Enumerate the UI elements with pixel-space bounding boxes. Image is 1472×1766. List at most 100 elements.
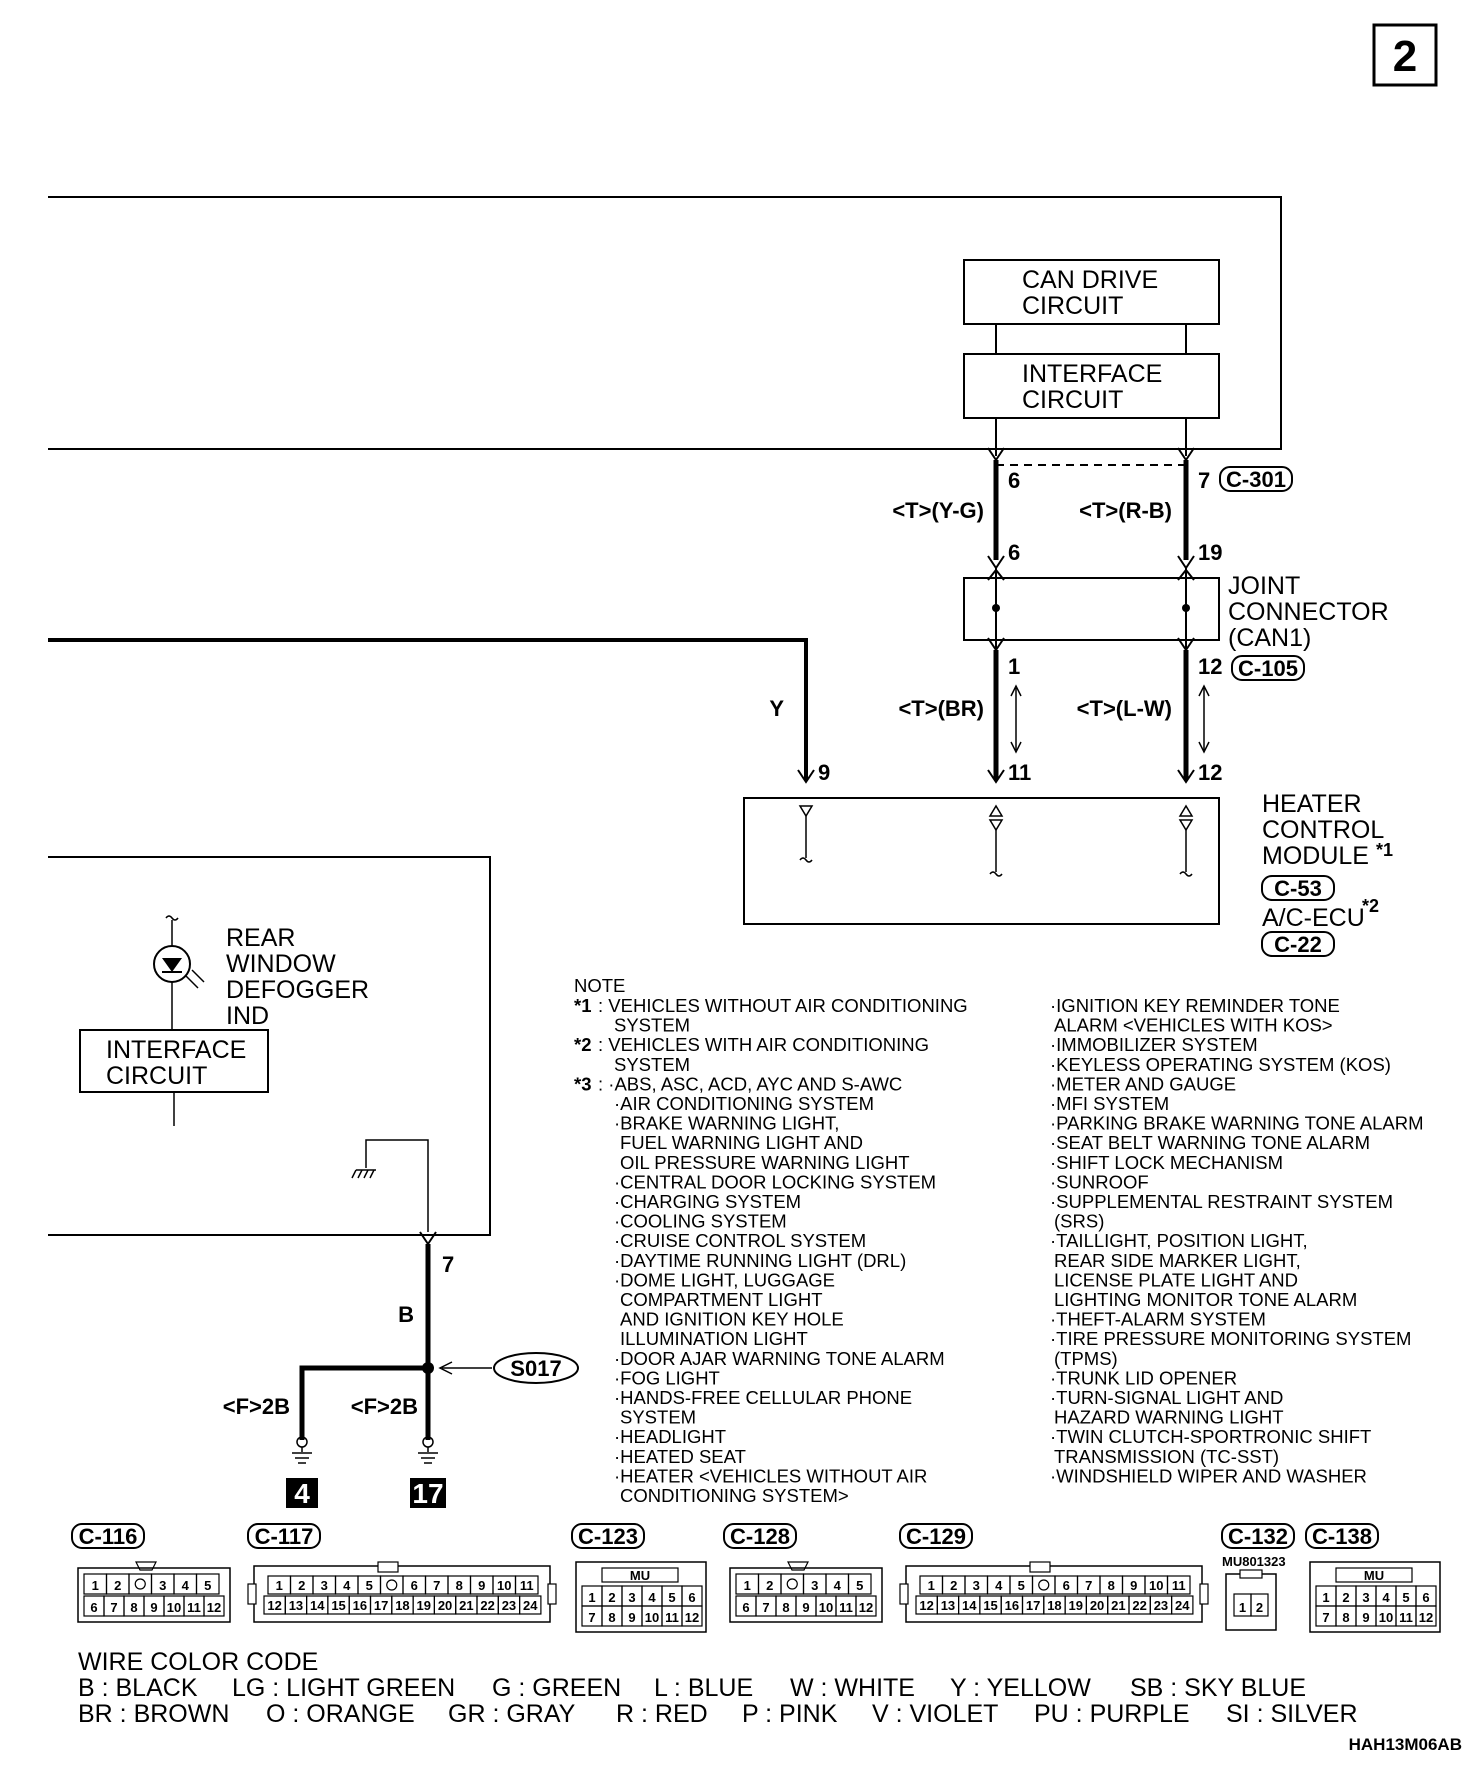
pin-12-joint: 12	[1198, 654, 1222, 679]
note-line: COMPARTMENT LIGHT	[620, 1289, 823, 1310]
c129-pin: 4	[995, 1578, 1003, 1593]
c129-pin: 8	[1108, 1578, 1115, 1593]
c117-pin: 5	[366, 1578, 373, 1593]
c138-name: C-138	[1312, 1524, 1372, 1549]
wire-color-entry: B : BLACK	[78, 1674, 198, 1702]
c123-pin: 8	[608, 1610, 615, 1625]
defogger-label-3: DEFOGGER	[226, 976, 369, 1004]
note-line: ·TWIN CLUTCH-SPORTRONIC SHIFT	[1050, 1426, 1371, 1447]
c128-pin: 6	[742, 1600, 749, 1615]
c123-pin: 10	[645, 1610, 659, 1625]
c128-pin: 10	[819, 1600, 833, 1615]
note-line: REAR SIDE MARKER LIGHT,	[1054, 1250, 1301, 1271]
note-line: HAZARD WARNING LIGHT	[1054, 1407, 1284, 1428]
c117-pin: 24	[523, 1598, 538, 1613]
c123-pin: 9	[628, 1610, 635, 1625]
c138-pin: 1	[1322, 1590, 1329, 1605]
wire-label-f2b-right: <F>2B	[351, 1394, 418, 1419]
note-mark: *2	[574, 1034, 592, 1055]
wire-color-entry: W : WHITE	[790, 1674, 915, 1702]
c129-pin: 10	[1149, 1578, 1163, 1593]
control-unit-outline	[48, 196, 1282, 450]
c116-pin: 2	[114, 1578, 121, 1593]
joint-label-1: JOINT	[1228, 572, 1300, 600]
wire-label-l-w: <T>(L-W)	[1077, 696, 1172, 721]
c129-pin: 12	[919, 1598, 933, 1613]
note-line: ·DAYTIME RUNNING LIGHT (DRL)	[614, 1250, 906, 1271]
c138-pin: 12	[1419, 1610, 1433, 1625]
c116-pin: 6	[90, 1600, 97, 1615]
interface-top-label-2: CIRCUIT	[1022, 386, 1123, 414]
ground-point-4: 4	[294, 1478, 310, 1509]
c129-pin: 5	[1018, 1578, 1025, 1593]
note-line: CONDITIONING SYSTEM>	[620, 1485, 849, 1506]
joint-connector-box	[963, 577, 1220, 641]
ac-ecu-label: A/C-ECU	[1262, 904, 1365, 932]
c116-pin: 5	[204, 1578, 211, 1593]
note-line: (SRS)	[1054, 1211, 1104, 1232]
c138-pin: 3	[1362, 1590, 1369, 1605]
pin-9: 9	[818, 760, 830, 785]
note-line: LIGHTING MONITOR TONE ALARM	[1054, 1289, 1357, 1310]
note-line: : VEHICLES WITH AIR CONDITIONING	[598, 1034, 929, 1055]
c129-pin: 17	[1026, 1598, 1040, 1613]
c123-pin: 12	[685, 1610, 699, 1625]
c138-tag: MU	[1364, 1568, 1384, 1583]
c138-pin: 7	[1322, 1610, 1329, 1625]
c128-pin: 9	[802, 1600, 809, 1615]
c116-pin: 8	[130, 1600, 137, 1615]
note-line: ·SEAT BELT WARNING TONE ALARM	[1050, 1132, 1370, 1153]
interface-left-label-1: INTERFACE	[106, 1036, 246, 1064]
can-drive-label-1: CAN DRIVE	[1022, 266, 1158, 294]
c138-pin: 10	[1379, 1610, 1393, 1625]
c117-pin: 17	[374, 1598, 388, 1613]
wire-y	[48, 638, 808, 780]
c117-pin: 23	[502, 1598, 516, 1613]
note-line: FUEL WARNING LIGHT AND	[620, 1132, 863, 1153]
c138-pin: 8	[1342, 1610, 1349, 1625]
c117-pin: 1	[276, 1578, 283, 1593]
note-line: ·DOOR AJAR WARNING TONE ALARM	[614, 1348, 945, 1369]
pin-7-top: 7	[1198, 468, 1210, 493]
c129-pin: 18	[1047, 1598, 1061, 1613]
c129-pin: 21	[1111, 1598, 1125, 1613]
wire-label-r-b: <T>(R-B)	[1079, 498, 1172, 523]
note-title: NOTE	[574, 975, 625, 996]
c129-pin: 3	[973, 1578, 980, 1593]
c116-pin: 11	[187, 1600, 201, 1615]
c129-pin: 7	[1085, 1578, 1092, 1593]
can-drive-circuit-box	[963, 259, 1220, 325]
c123-pin: 6	[688, 1590, 695, 1605]
c129-pin: 16	[1005, 1598, 1019, 1613]
note-line: ·CRUISE CONTROL SYSTEM	[614, 1230, 866, 1251]
note-line: SYSTEM	[614, 1015, 690, 1036]
c129-pin: 24	[1175, 1598, 1190, 1613]
pin-11: 11	[1008, 760, 1031, 785]
c132-part: MU801323	[1222, 1554, 1286, 1569]
heater-label-2: CONTROL	[1262, 816, 1384, 844]
c129-pin: 15	[983, 1598, 997, 1613]
c129-pin: 1	[928, 1578, 935, 1593]
wire-label-y-g: <T>(Y-G)	[892, 498, 984, 523]
c129-name: C-129	[906, 1524, 966, 1549]
wire-color-entry: P : PINK	[742, 1700, 838, 1728]
note-mark: *3	[574, 1073, 592, 1094]
note-line: ·THEFT-ALARM SYSTEM	[1050, 1309, 1266, 1330]
c128-name: C-128	[730, 1524, 790, 1549]
c123-pin: 7	[588, 1610, 595, 1625]
c117-pin: 15	[331, 1598, 345, 1613]
c138-pin: 11	[1399, 1610, 1413, 1625]
c128-pin: 2	[766, 1578, 773, 1593]
c129-pin: 2	[950, 1578, 957, 1593]
wire-color-entry: O : ORANGE	[266, 1700, 415, 1728]
c117-pin: 21	[459, 1598, 473, 1613]
note-line: OIL PRESSURE WARNING LIGHT	[620, 1152, 910, 1173]
c117-pin: 18	[395, 1598, 409, 1613]
c123-name: C-123	[578, 1524, 638, 1549]
connector-c301: C-301	[1226, 467, 1286, 492]
c116-pin: 1	[92, 1578, 99, 1593]
c138-pin: 9	[1362, 1610, 1369, 1625]
